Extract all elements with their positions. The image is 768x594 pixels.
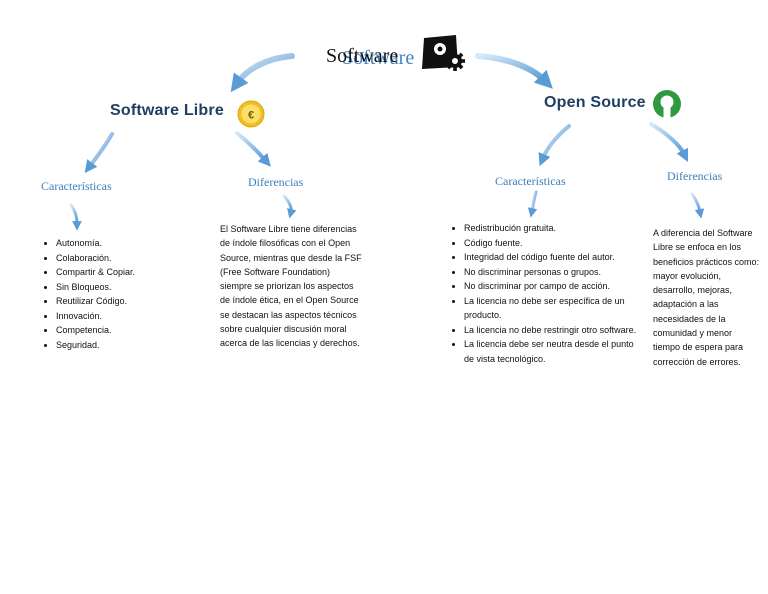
left-caracteristicas-label: Características — [41, 179, 112, 193]
list-item: No discriminar por campo de acción. — [464, 279, 644, 294]
curved-arrow-icon — [230, 53, 295, 93]
list-item: Redistribución gratuita. — [464, 221, 644, 236]
list-item: Código fuente. — [464, 236, 644, 251]
free-software-badge-icon: € — [237, 100, 265, 128]
list-item: Sin Bloqueos. — [56, 280, 216, 295]
list-item: La licencia no debe restringir otro soft… — [464, 323, 644, 338]
curved-arrow-icon — [649, 122, 689, 163]
list-item: La licencia debe ser neutra desde el pun… — [464, 337, 644, 366]
root-title: Software — [326, 45, 399, 67]
left-caracteristicas-list: Autonomía. Colaboración. Compartir & Cop… — [38, 236, 216, 352]
right-diferencias-label: Diferencias — [667, 169, 723, 183]
curved-arrow-icon — [84, 132, 114, 174]
list-item: Innovación. — [56, 309, 216, 324]
list-item: No discriminar personas o grupos. — [464, 265, 644, 280]
curved-arrow-icon — [475, 53, 553, 89]
list-item: Integridad del código fuente del autor. — [464, 250, 644, 265]
curved-arrow-icon — [235, 131, 271, 167]
curved-arrow-icon — [282, 194, 297, 219]
list-item: Seguridad. — [56, 338, 216, 353]
svg-text:€: € — [248, 110, 254, 122]
right-diferencias-text: A diferencia del Software Libre se enfoc… — [653, 228, 760, 367]
software-libre-title: Software Libre — [110, 102, 224, 119]
list-item: Colaboración. — [56, 251, 216, 266]
root-title-shadow: Software — [342, 47, 415, 69]
curved-arrow-icon — [69, 203, 82, 231]
right-caracteristicas-label: Características — [495, 174, 566, 188]
list-item: La licencia no debe ser específica de un… — [464, 294, 644, 323]
open-source-title: Open Source — [544, 94, 646, 111]
list-item: Reutilizar Código. — [56, 294, 216, 309]
right-caracteristicas-list: Redistribución gratuita. Código fuente. … — [446, 221, 644, 366]
list-item: Compartir & Copiar. — [56, 265, 216, 280]
list-item: Autonomía. — [56, 236, 216, 251]
curved-arrow-icon — [690, 192, 705, 219]
list-item: Competencia. — [56, 323, 216, 338]
curved-arrow-icon — [527, 190, 538, 218]
gears-icon — [422, 35, 465, 71]
left-diferencias-label: Diferencias — [248, 175, 304, 189]
curved-arrow-icon — [538, 124, 571, 167]
open-source-logo-icon — [653, 90, 681, 119]
left-diferencias-text: El Software Libre tiene diferencias de í… — [220, 224, 362, 349]
